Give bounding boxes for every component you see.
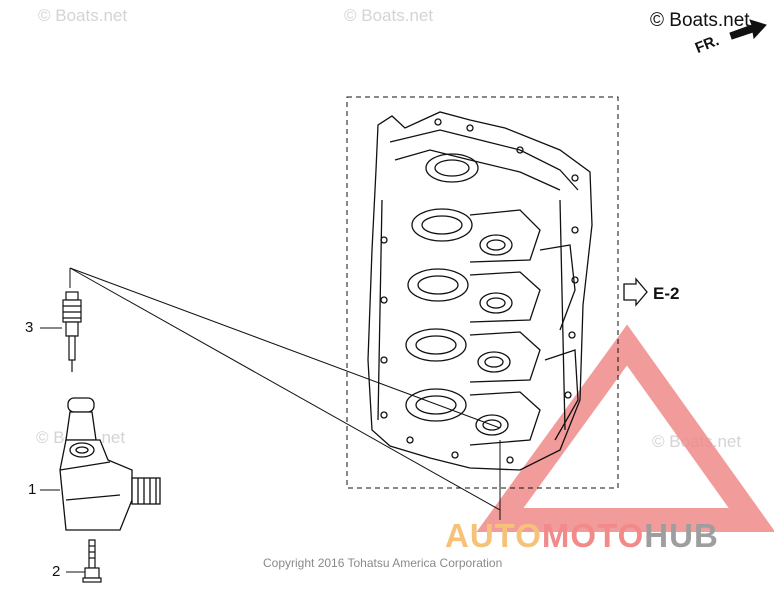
front-direction-arrow-icon	[729, 19, 767, 40]
watermark-text: Boats.net	[55, 6, 128, 25]
copyright-symbol-icon: ©	[36, 428, 49, 447]
watermark-top-middle: © Boats.net	[344, 6, 433, 26]
brand-text-part1: AUTO	[445, 517, 542, 554]
copyright-notice: Copyright 2016 Tohatsu America Corporati…	[263, 556, 503, 570]
watermark-text: Boats.net	[361, 6, 434, 25]
bolt-drawing	[82, 539, 102, 583]
watermark-top-left: © Boats.net	[38, 6, 127, 26]
reference-label: E-2	[653, 284, 680, 303]
callout-part-2: 2	[52, 563, 61, 580]
cylinder-head-drawing	[367, 111, 593, 471]
copyright-symbol-icon: ©	[38, 6, 51, 25]
watermark-corner: © Boats.net	[650, 10, 750, 31]
callout-leaders	[40, 327, 85, 573]
brand-logo-triangle	[476, 324, 774, 532]
callout-part-1: 1	[28, 481, 37, 498]
copyright-symbol-icon: ©	[652, 432, 665, 451]
brand-text-part2: MOTO	[541, 517, 645, 554]
copyright-symbol-icon: ©	[344, 6, 357, 25]
ignition-coil-drawing	[59, 397, 161, 531]
reference-arrow-icon	[623, 277, 648, 307]
cylinder-head-boundary	[346, 96, 619, 489]
brand-logo-text: AUTOMOTOHUB	[445, 517, 719, 555]
brand-text-part3: HUB	[644, 517, 719, 554]
spark-plug-drawing	[62, 291, 82, 372]
callout-part-3: 3	[25, 319, 34, 336]
leader-lines	[69, 267, 501, 520]
